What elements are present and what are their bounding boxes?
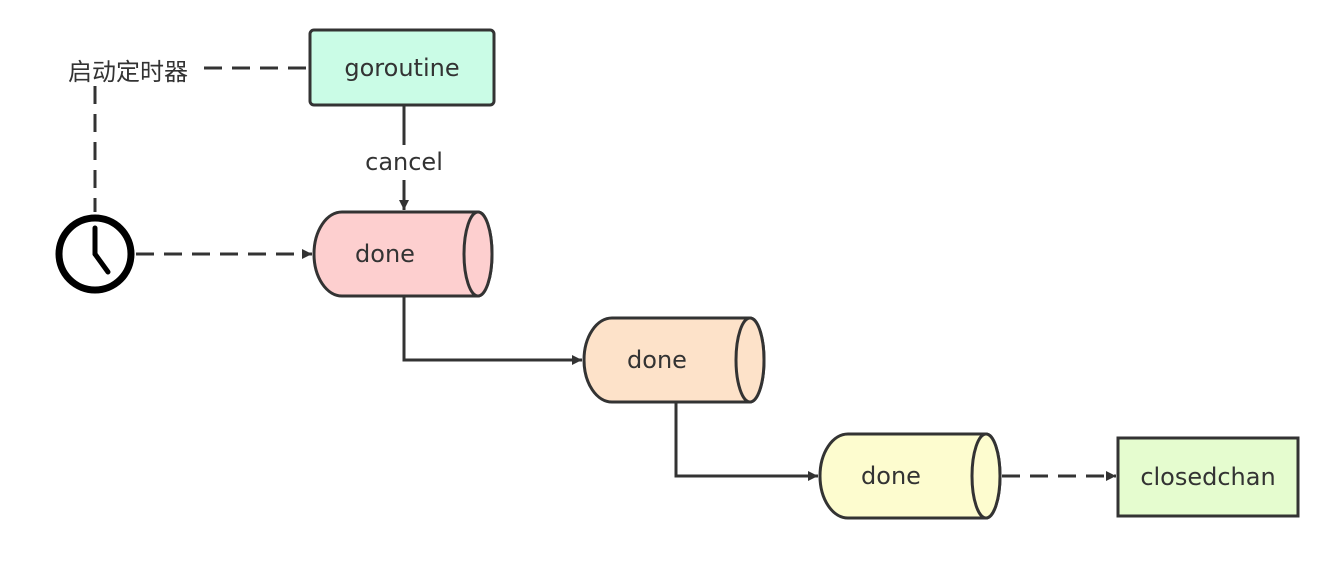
goroutine-node: goroutine xyxy=(308,28,496,107)
goroutine-label: goroutine xyxy=(344,54,459,82)
done-channel-1: done xyxy=(312,210,494,298)
done2-to-done3-arrow xyxy=(674,402,818,481)
done-channel-3: done xyxy=(818,432,1002,520)
done-channel-3-cap xyxy=(970,432,1002,520)
timer-label: 启动定时器 xyxy=(68,58,188,86)
closedchan-box xyxy=(1116,436,1300,518)
done-channel-2-cap xyxy=(734,316,766,404)
goroutine-box xyxy=(308,28,496,107)
done1-to-done2-arrow xyxy=(402,296,582,365)
done-channel-1-cap xyxy=(462,210,494,298)
closedchan-label: closedchan xyxy=(1140,463,1275,491)
clock-icon xyxy=(55,214,135,294)
done-channel-2-label: done xyxy=(627,346,687,374)
done-channel-1-label: done xyxy=(355,240,415,268)
cancel-label: cancel xyxy=(365,148,443,176)
done-channel-3-label: done xyxy=(861,462,921,490)
closedchan-node: closedchan xyxy=(1116,436,1300,518)
done-channel-2: done xyxy=(582,316,766,404)
